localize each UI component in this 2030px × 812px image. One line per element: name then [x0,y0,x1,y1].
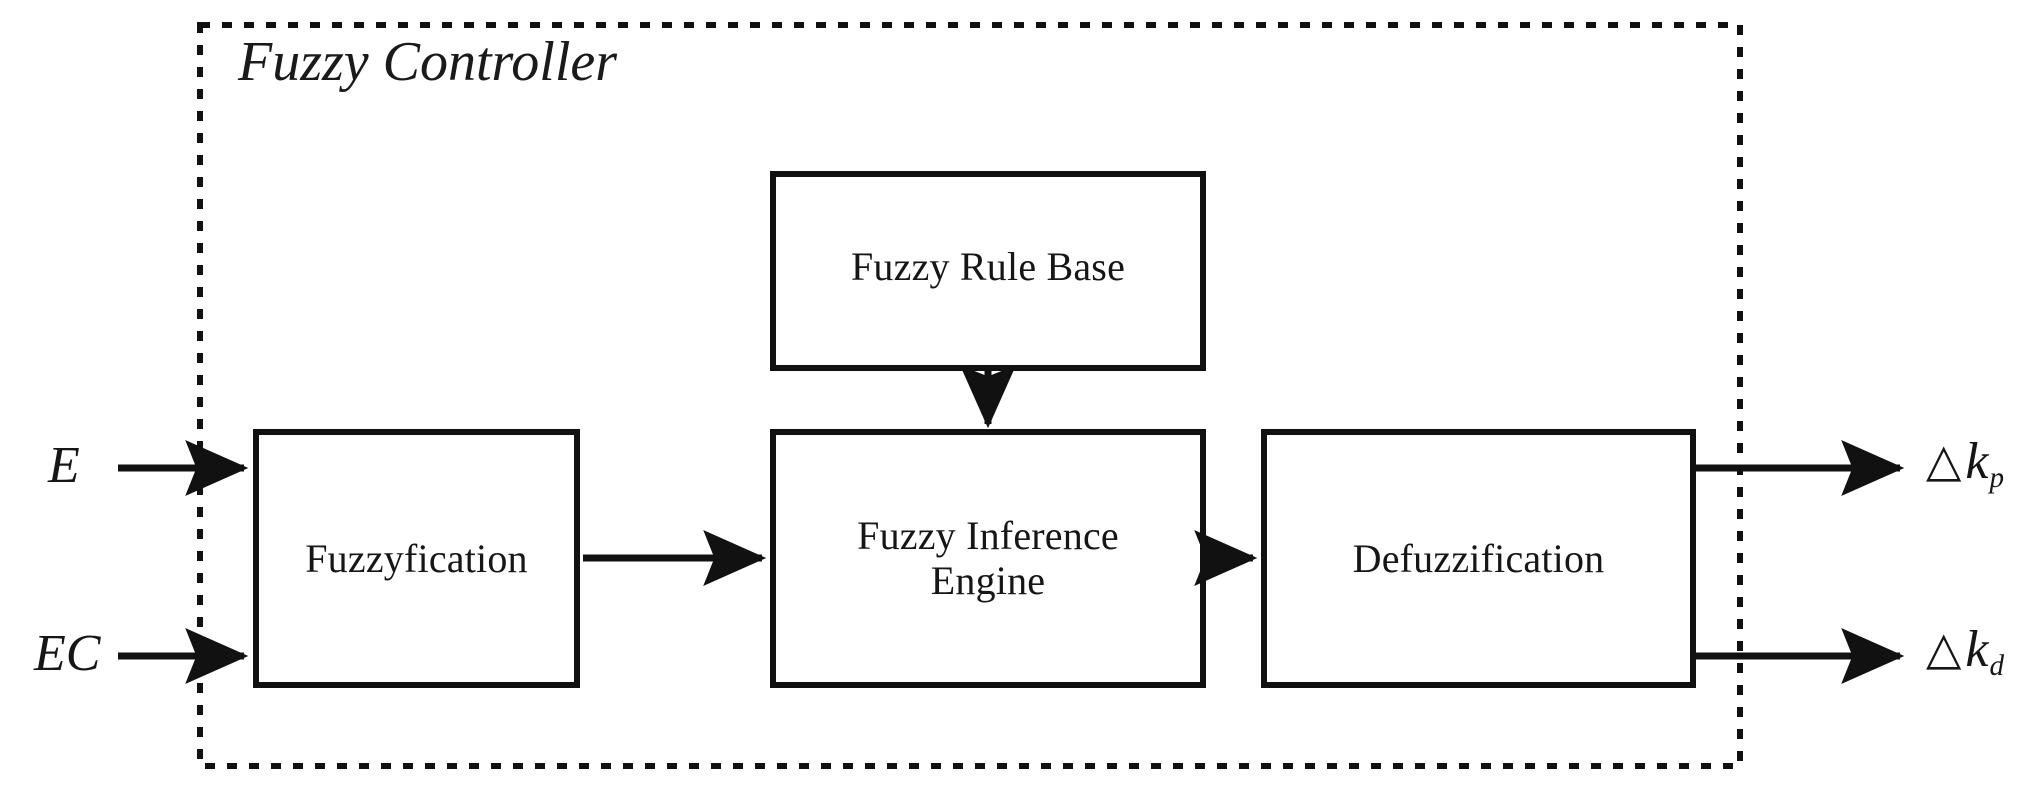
delta-triangle-icon: △ [1926,435,1962,486]
output-kd-subscript: d [1989,650,2005,683]
fuzzy-controller-title: Fuzzy Controller [238,31,618,93]
output-kp-symbol: k [1965,433,1989,490]
output-kd-symbol: k [1965,621,1989,678]
output-label-delta-kp: △kp [1926,433,2004,493]
fuzzy-inference-engine-box[interactable] [770,429,1206,688]
defuzzification-box[interactable] [1261,429,1696,688]
input-label-ec: EC [34,625,101,682]
output-label-delta-kd: △kd [1926,621,2004,681]
delta-triangle-icon: △ [1926,623,1962,674]
input-label-e: E [48,437,80,494]
fuzzyfication-box[interactable] [253,429,580,688]
fuzzy-controller-boundary [197,22,1743,769]
output-kp-subscript: p [1989,462,2005,495]
fuzzy-rule-base-box[interactable] [770,171,1206,371]
